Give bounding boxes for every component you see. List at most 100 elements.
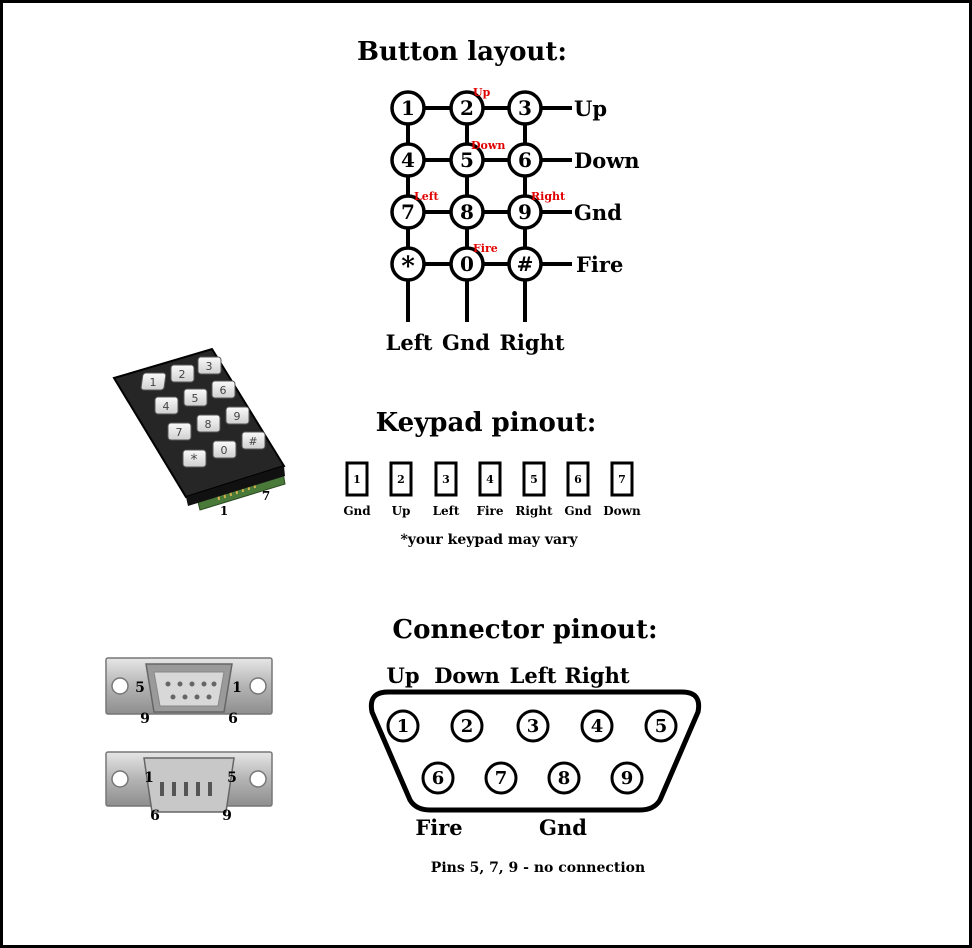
row-label-2: Down (574, 148, 640, 173)
key-label-6: 6 (518, 148, 532, 172)
male-pin-6-label: 6 (150, 808, 160, 824)
keypad-pins: 1 Gnd 2 Up 3 Left 4 Fire 5 Right 6 Gnd (343, 461, 641, 518)
keypad-note: *your keypad may vary (400, 532, 578, 548)
photo-key-star: * (191, 452, 198, 468)
diagram-canvas: Button layout: 1 2 3 4 5 6 7 8 9 * 0 # (105, 37, 702, 876)
red-annotations: Up Down Left Right Fire (414, 86, 566, 255)
connector-bottom-label-gnd: Gnd (539, 815, 587, 840)
key-label-9: 9 (518, 200, 532, 224)
connector-pin-number-8: 8 (558, 768, 571, 789)
row-labels: Up Down Gnd Fire (574, 96, 640, 277)
annotation-right: Right (531, 190, 566, 203)
keypad-keys: 1 2 3 4 5 6 7 8 9 * 0 # (140, 356, 266, 468)
keypad-pin-5: 5 Right (515, 461, 553, 518)
connector-pin-circle-2 (450, 709, 484, 743)
key-circle-hash (507, 246, 543, 282)
keypad-pin-7: 7 Down (603, 461, 641, 518)
connector-pin-circle-5 (644, 709, 678, 743)
connector-bottom-label-fire: Fire (415, 815, 462, 840)
female-pin-5-label: 5 (135, 680, 145, 696)
key-labels: 1 2 3 4 5 6 7 8 9 * 0 # (401, 96, 533, 282)
keypad-photo-pin-1: 1 (220, 504, 228, 518)
connector-pin-circle-8 (547, 761, 581, 795)
photo-key-3: 3 (206, 360, 213, 373)
connector-pin-circle-9 (610, 761, 644, 795)
key-circle-7 (390, 194, 426, 230)
connector-top-label-down: Down (434, 663, 500, 688)
key-label-2: 2 (460, 96, 474, 120)
connector-pin-circles (386, 709, 678, 795)
keypad-pin-6: 6 Gnd (564, 461, 592, 518)
female-pin-1-label: 1 (232, 680, 242, 696)
key-label-7: 7 (401, 200, 415, 224)
photo-key-8: 8 (205, 418, 212, 431)
connector-pin-circle-7 (484, 761, 518, 795)
key-label-3: 3 (518, 96, 532, 120)
keypad-pin-2-label: Up (392, 504, 411, 518)
keypad-pin-3-number: 3 (442, 473, 450, 486)
key-label-5: 5 (460, 148, 474, 172)
photo-key-2: 2 (179, 368, 186, 381)
keypad-pin-6-number: 6 (574, 473, 582, 486)
annotation-left: Left (414, 190, 439, 203)
male-pin-9-label: 9 (222, 808, 232, 824)
keypad-pin-5-label: Right (515, 504, 553, 518)
connector-pin-circle-3 (516, 709, 550, 743)
row-label-4: Fire (576, 252, 623, 277)
male-pin-5-label: 5 (227, 770, 237, 786)
key-circle-9 (507, 194, 543, 230)
photo-key-7: 7 (176, 426, 183, 439)
col-label-1: Left (386, 330, 433, 355)
keypad-photo-pin-7: 7 (262, 489, 270, 503)
key-circle-0 (449, 246, 485, 282)
annotation-down: Down (471, 139, 505, 152)
female-connector-illustration: 5 1 9 6 (105, 657, 273, 727)
connector-pin-number-7: 7 (495, 768, 508, 789)
col-label-2: Gnd (442, 330, 490, 355)
key-circle-3 (507, 90, 543, 126)
keypad-pin-2-number: 2 (397, 473, 405, 486)
photo-key-hash: # (248, 435, 257, 448)
key-label-4: 4 (401, 148, 415, 172)
keypad-pinout-title: Keypad pinout: (376, 408, 597, 438)
keypad-pin-4: 4 Fire (476, 461, 504, 518)
keypad-pin-3: 3 Left (433, 461, 460, 518)
female-pin-9-label: 9 (140, 711, 150, 727)
keypad-pin-1-number: 1 (353, 473, 361, 486)
column-labels: Left Gnd Right (386, 330, 565, 355)
key-circle-1 (390, 90, 426, 126)
connector-pin-circle-1 (386, 709, 420, 743)
annotation-up: Up (473, 86, 491, 99)
connector-pin-circle-4 (580, 709, 614, 743)
photo-key-6: 6 (220, 384, 227, 397)
keypad-pin-3-label: Left (433, 504, 460, 518)
connector-pin-number-6: 6 (432, 768, 445, 789)
connector-top-label-left: Left (510, 663, 557, 688)
connector-pin-circle-6 (421, 761, 455, 795)
male-connector-illustration: 1 5 6 9 (105, 751, 273, 824)
key-label-0: 0 (460, 252, 474, 276)
keypad-pin-5-number: 5 (530, 473, 538, 486)
connector-top-label-up: Up (387, 663, 420, 688)
keypad-pin-4-number: 4 (486, 473, 494, 486)
key-label-hash: # (517, 252, 534, 276)
keypad-pin-2: 2 Up (389, 461, 413, 518)
annotation-fire: Fire (473, 242, 498, 255)
connector-pin-number-1: 1 (397, 716, 410, 737)
keypad-pin-7-label: Down (603, 504, 641, 518)
key-circle-4 (390, 142, 426, 178)
connector-pin-number-9: 9 (621, 768, 634, 789)
key-label-8: 8 (460, 200, 474, 224)
male-pin-1-label: 1 (144, 770, 154, 786)
keypad-pin-7-number: 7 (618, 473, 626, 486)
connector-top-labels: Up Down Left Right (387, 663, 630, 688)
col-label-3: Right (499, 330, 564, 355)
key-circle-6 (507, 142, 543, 178)
female-pin-6-label: 6 (228, 711, 238, 727)
connector-note: Pins 5, 7, 9 - no connection (431, 860, 645, 876)
connector-pin-number-3: 3 (527, 716, 540, 737)
keypad-illustration: 1 2 3 4 5 6 7 8 9 * 0 # 1 7 (112, 347, 286, 518)
connector-top-label-right: Right (564, 663, 629, 688)
keypad-pin-1: 1 Gnd (343, 461, 371, 518)
